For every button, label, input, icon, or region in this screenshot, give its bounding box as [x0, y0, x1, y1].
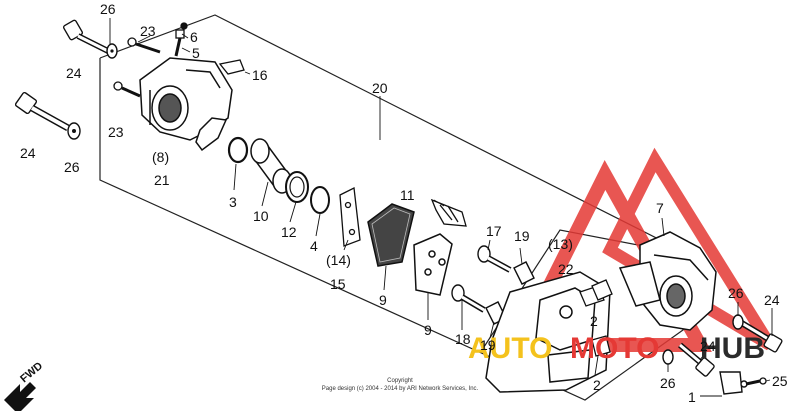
bleeder-valve — [174, 22, 188, 57]
bolt-23-top — [127, 37, 161, 54]
washer-26-right — [732, 314, 744, 330]
callout-13: (13) — [548, 236, 573, 252]
callout-8: (8) — [152, 149, 169, 165]
callout-7: 7 — [656, 200, 664, 216]
bolt-24-right — [738, 319, 783, 353]
callout-6: 6 — [190, 29, 198, 45]
watermark-text-auto: AUTO — [468, 332, 552, 365]
boot-19-upper — [513, 261, 535, 285]
pin-17 — [477, 245, 512, 273]
callout-12: 12 — [281, 224, 297, 240]
callout-26-top: 26 — [100, 1, 116, 17]
caliper-body-21 — [139, 57, 233, 152]
watermark-text-hub: HUB — [700, 332, 765, 365]
washer-26-left — [67, 122, 81, 140]
callout-10: 10 — [253, 208, 269, 224]
boot-12 — [285, 171, 309, 203]
callout-4: 4 — [310, 238, 318, 254]
callout-labels: 26 23 6 5 24 16 23 20 24 26 (8) 21 3 10 … — [20, 1, 788, 405]
callout-18: 18 — [455, 331, 471, 347]
callout-14: (14) — [326, 252, 351, 268]
bracket-1 — [719, 371, 748, 395]
callout-26-left: 26 — [64, 159, 80, 175]
callout-15: 15 — [330, 276, 346, 292]
callout-17: 17 — [486, 223, 502, 239]
copyright-line-2: Page design (c) 2004 - 2014 by ARI Netwo… — [322, 386, 479, 392]
callout-21: 21 — [154, 172, 170, 188]
callout-19-lower: 19 — [480, 337, 496, 353]
callout-26-bottom: 26 — [660, 375, 676, 391]
bolt-24-left — [14, 91, 70, 132]
callout-11: 11 — [400, 187, 415, 203]
bolt-24-top — [62, 19, 112, 55]
bolt-23-mid — [113, 81, 141, 98]
callout-24-top: 24 — [66, 65, 82, 81]
bolt-24-bottom — [678, 342, 715, 377]
leader-lines — [109, 18, 773, 397]
callout-2-upper: 2 — [590, 313, 598, 329]
clip-2-lower — [591, 335, 611, 357]
fwd-label: FWD — [18, 360, 45, 385]
piston-10 — [250, 138, 292, 194]
ring-4 — [310, 186, 330, 214]
callout-2-lower: 2 — [593, 377, 601, 393]
washer-26-bottom — [662, 349, 674, 365]
callout-26-right: 26 — [728, 285, 744, 301]
callout-25: 25 — [772, 373, 788, 389]
callout-19-upper: 19 — [514, 228, 530, 244]
pad-9-upper — [367, 203, 415, 267]
screw-25 — [745, 377, 767, 386]
spring-11 — [430, 198, 467, 227]
callout-9-lower: 9 — [424, 322, 432, 338]
callout-24-bottom: 24 — [700, 338, 716, 354]
callout-24-left: 24 — [20, 145, 36, 161]
callout-1: 1 — [688, 389, 696, 405]
seal-3 — [227, 136, 249, 164]
caliper-assembly-7 — [618, 231, 717, 331]
callout-22: 22 — [558, 261, 574, 277]
copyright-line-1: Copyright — [387, 378, 413, 384]
watermark-text-moto: MOTO — [570, 332, 659, 365]
pin-16 — [218, 59, 245, 75]
callout-24-right: 24 — [764, 292, 780, 308]
clip-22 — [591, 279, 613, 301]
callout-3: 3 — [229, 194, 237, 210]
washer-26-top — [106, 43, 118, 59]
callout-5: 5 — [192, 45, 200, 61]
callout-23-mid: 23 — [108, 124, 124, 140]
callout-23-top: 23 — [140, 23, 156, 39]
fwd-arrow-icon — [4, 382, 36, 411]
pad-9-lower — [413, 233, 453, 296]
callout-9-upper: 9 — [379, 292, 387, 308]
pin-18 — [451, 284, 486, 313]
shim-14 — [339, 187, 361, 247]
callout-20: 20 — [372, 80, 388, 96]
callout-16: 16 — [252, 67, 268, 83]
